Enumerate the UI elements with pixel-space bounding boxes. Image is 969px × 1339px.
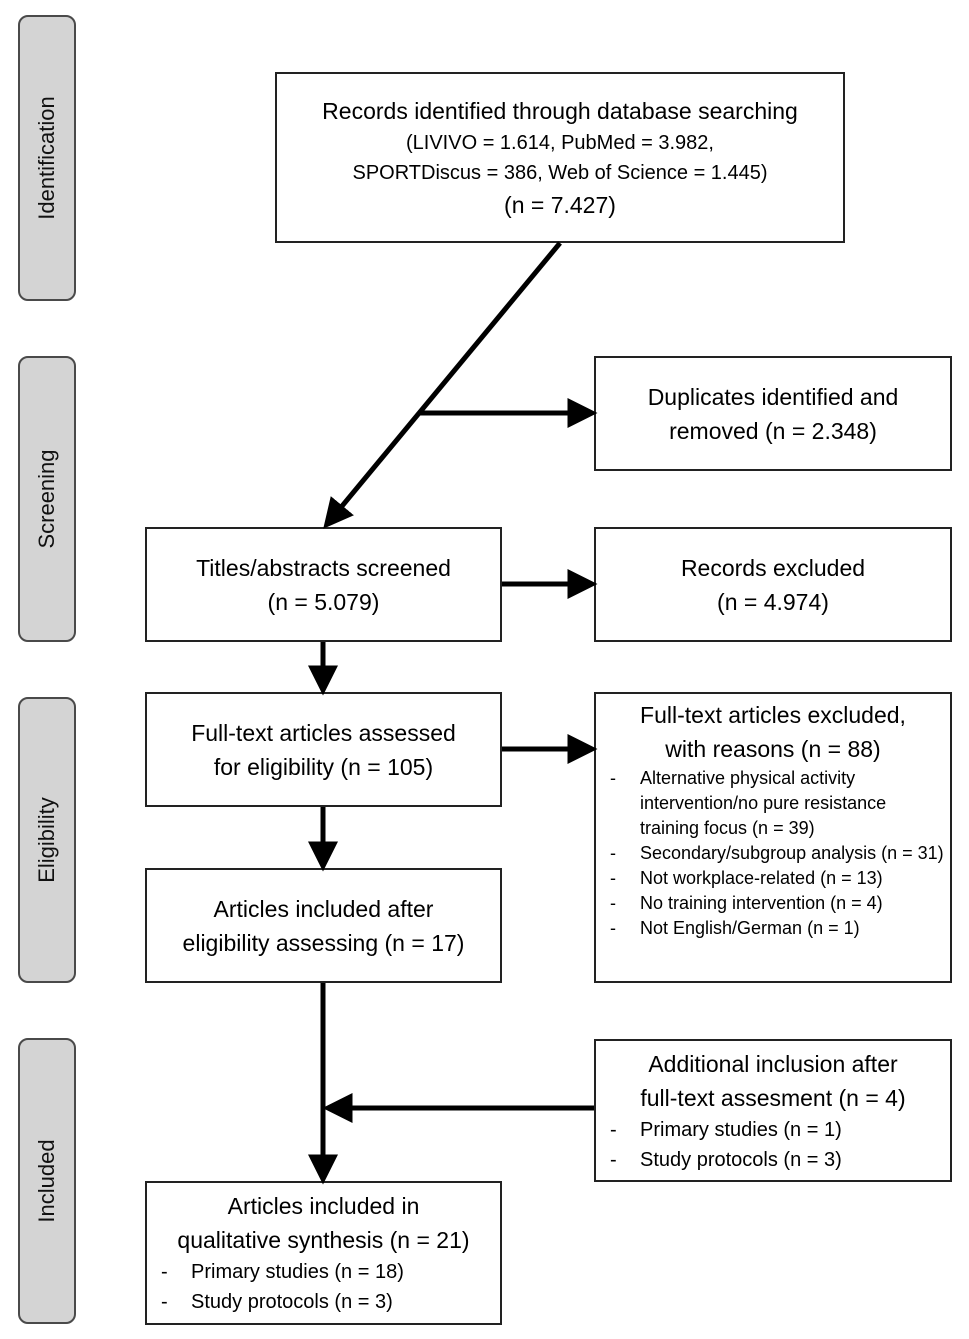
duplicates-line1: Duplicates identified and <box>647 383 899 410</box>
list-item: -Not English/German (n = 1) <box>596 916 950 941</box>
additional-inclusion-line1: Additional inclusion after <box>648 1050 898 1077</box>
titles-screened-line1: Titles/abstracts screened <box>196 554 451 581</box>
exclusion-reason: Secondary/subgroup analysis (n = 31) <box>640 843 944 863</box>
additional-inclusion-box: Additional inclusion after full-text ass… <box>594 1039 952 1182</box>
records-excluded-line2: (n = 4.974) <box>717 588 829 615</box>
exclusion-reason: No training intervention (n = 4) <box>640 893 883 913</box>
exclusion-reason: Not workplace-related (n = 13) <box>640 868 883 888</box>
stage-identification: Identification <box>18 15 76 301</box>
qualitative-synthesis-list: -Primary studies (n = 18) -Study protoco… <box>147 1257 500 1317</box>
fulltext-assessed-line2: for eligibility (n = 105) <box>213 753 434 780</box>
fulltext-excluded-line2: with reasons (n = 88) <box>665 736 881 762</box>
records-identified-title: Records identified through database sear… <box>322 97 798 124</box>
list-item: -Secondary/subgroup analysis (n = 31) <box>596 841 950 866</box>
additional-item: Study protocols (n = 3) <box>640 1148 842 1171</box>
stage-eligibility: Eligibility <box>18 697 76 983</box>
list-item: -Primary studies (n = 1) <box>596 1115 950 1145</box>
included-after-eligibility-line2: eligibility assessing (n = 17) <box>182 929 465 956</box>
stage-included: Included <box>18 1038 76 1324</box>
arrow-identified-to-screened <box>323 241 562 529</box>
fulltext-excluded-line1: Full-text articles excluded, <box>640 702 906 728</box>
exclusion-reasons-list: -Alternative physical activity intervent… <box>596 766 950 941</box>
records-identified-count: (n = 7.427) <box>504 191 616 218</box>
qualitative-synthesis-box: Articles included in qualitative synthes… <box>145 1181 502 1325</box>
list-item: -Primary studies (n = 18) <box>147 1257 500 1287</box>
fulltext-assessed-line1: Full-text articles assessed <box>191 719 456 746</box>
qualitative-synthesis-line1: Articles included in <box>227 1193 420 1219</box>
records-identified-box: Records identified through database sear… <box>275 72 845 243</box>
records-excluded-box: Records excluded (n = 4.974) <box>594 527 952 642</box>
list-item: -No training intervention (n = 4) <box>596 891 950 916</box>
fulltext-assessed-box: Full-text articles assessed for eligibil… <box>145 692 502 807</box>
additional-inclusion-line2: full-text assesment (n = 4) <box>640 1084 906 1111</box>
fulltext-excluded-box: Full-text articles excluded, with reason… <box>594 692 952 983</box>
records-identified-sources-1: (LIVIVO = 1.614, PubMed = 3.982, <box>406 131 714 154</box>
titles-screened-line2: (n = 5.079) <box>267 588 380 615</box>
list-item: -Not workplace-related (n = 13) <box>596 866 950 891</box>
included-after-eligibility-line1: Articles included after <box>213 895 434 922</box>
synthesis-item: Primary studies (n = 18) <box>191 1261 404 1283</box>
exclusion-reason: Not English/German (n = 1) <box>640 918 860 938</box>
additional-inclusion-list: -Primary studies (n = 1) -Study protocol… <box>596 1115 950 1175</box>
titles-screened-box: Titles/abstracts screened (n = 5.079) <box>145 527 502 642</box>
additional-item: Primary studies (n = 1) <box>640 1118 842 1141</box>
included-after-eligibility-box: Articles included after eligibility asse… <box>145 868 502 983</box>
duplicates-line2: removed (n = 2.348) <box>669 417 877 444</box>
records-excluded-line1: Records excluded <box>680 554 866 581</box>
qualitative-synthesis-line2: qualitative synthesis (n = 21) <box>177 1227 470 1253</box>
list-item: -Study protocols (n = 3) <box>596 1145 950 1175</box>
list-item: -Study protocols (n = 3) <box>147 1287 500 1317</box>
exclusion-reason: Alternative physical activity interventi… <box>640 768 887 838</box>
list-item: -Alternative physical activity intervent… <box>596 766 950 841</box>
duplicates-box: Duplicates identified and removed (n = 2… <box>594 356 952 471</box>
synthesis-item: Study protocols (n = 3) <box>191 1291 393 1313</box>
stage-screening: Screening <box>18 356 76 642</box>
records-identified-sources-2: SPORTDiscus = 386, Web of Science = 1.44… <box>352 161 768 184</box>
